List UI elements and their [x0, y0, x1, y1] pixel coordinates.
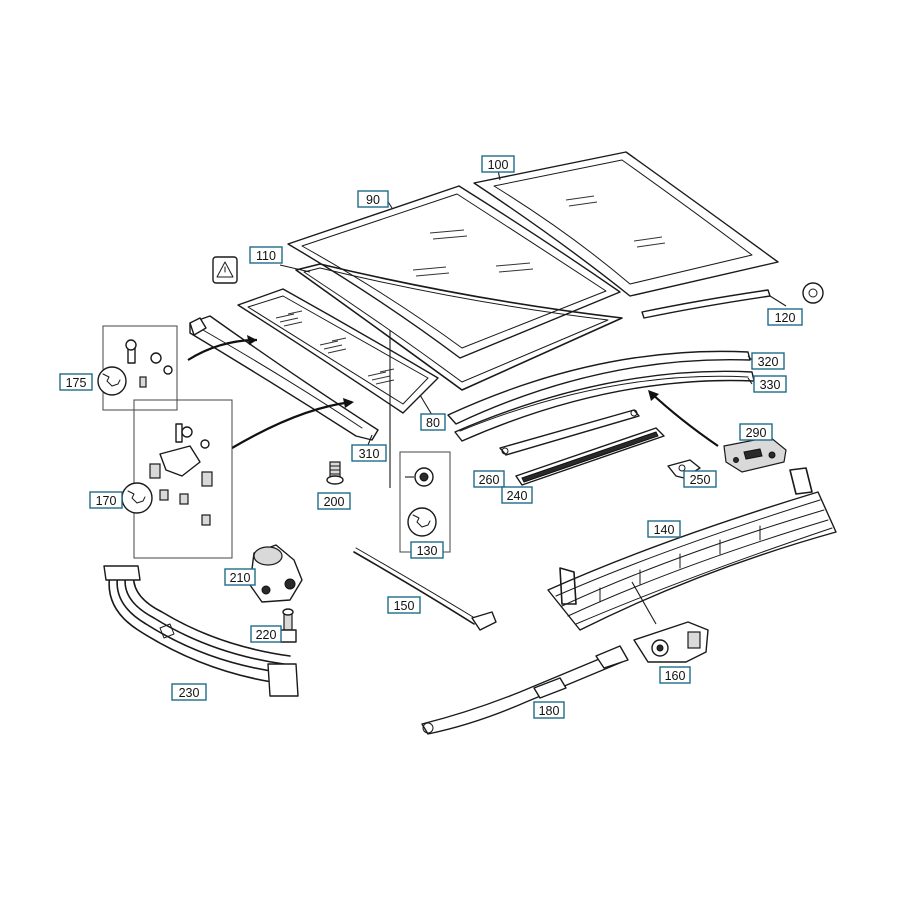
svg-text:240: 240 [507, 489, 528, 503]
callout-140[interactable]: 140 [647, 520, 681, 538]
callout-260[interactable]: 260 [473, 470, 505, 488]
svg-text:90: 90 [366, 193, 380, 207]
callout-80[interactable]: 80 [420, 413, 446, 431]
svg-text:160: 160 [665, 669, 686, 683]
callout-240[interactable]: 240 [501, 486, 533, 504]
svg-text:330: 330 [760, 378, 781, 392]
wind-deflector-310 [189, 315, 379, 441]
callout-100[interactable]: 100 [481, 155, 515, 173]
svg-text:110: 110 [256, 249, 276, 263]
svg-text:170: 170 [96, 494, 117, 508]
mechanism-160 [633, 621, 709, 663]
seal-strip-240 [515, 427, 665, 486]
callout-110[interactable]: 110 [249, 246, 283, 264]
svg-text:230: 230 [179, 686, 200, 700]
svg-text:200: 200 [324, 495, 345, 509]
callout-330[interactable]: 330 [753, 375, 787, 393]
screw-200 [326, 461, 344, 485]
control-unit-290 [723, 436, 787, 473]
callout-220[interactable]: 220 [250, 625, 282, 643]
svg-text:210: 210 [230, 571, 251, 585]
svg-text:120: 120 [775, 311, 796, 325]
callout-310[interactable]: 310 [351, 444, 387, 462]
svg-text:100: 100 [488, 158, 509, 172]
callout-90[interactable]: 90 [357, 190, 389, 208]
cable-guide-180 [421, 645, 629, 735]
wrench-icon [97, 366, 127, 396]
kit-175 [97, 325, 178, 411]
svg-text:130: 130 [417, 544, 438, 558]
wrench-icon [121, 482, 153, 514]
callout-210[interactable]: 210 [224, 568, 256, 586]
svg-text:290: 290 [746, 426, 767, 440]
callout-320[interactable]: 320 [751, 352, 785, 370]
svg-text:180: 180 [539, 704, 560, 718]
assembly-arrows [187, 335, 719, 449]
svg-text:260: 260 [479, 473, 500, 487]
svg-text:150: 150 [394, 599, 415, 613]
motor-210 [249, 544, 303, 603]
callout-150[interactable]: 150 [387, 596, 421, 614]
kit-130 [389, 330, 451, 553]
frame-assembly-140 [547, 467, 837, 631]
kit-170 [121, 399, 233, 559]
svg-text:80: 80 [426, 416, 440, 430]
warning-icon [212, 256, 238, 284]
callout-175[interactable]: 175 [59, 373, 93, 391]
callout-230[interactable]: 230 [171, 683, 207, 701]
cable-set-230 [103, 565, 299, 697]
rear-glass-panel-100 [473, 151, 779, 297]
callout-120[interactable]: 120 [767, 308, 803, 326]
callout-160[interactable]: 160 [659, 666, 691, 684]
pin-220 [279, 608, 297, 643]
frame-strip-260 [499, 409, 640, 456]
svg-text:220: 220 [256, 628, 277, 642]
seal-frame-80 [295, 263, 623, 391]
wrench-icon [407, 507, 437, 537]
callout-180[interactable]: 180 [533, 701, 565, 719]
callout-250[interactable]: 250 [683, 470, 717, 488]
callout-130[interactable]: 130 [410, 541, 444, 559]
seal-strip-120 [641, 282, 824, 319]
svg-text:310: 310 [359, 447, 380, 461]
svg-text:175: 175 [66, 376, 87, 390]
svg-text:140: 140 [654, 523, 675, 537]
svg-text:250: 250 [690, 473, 711, 487]
callout-290[interactable]: 290 [739, 423, 773, 441]
svg-text:320: 320 [758, 355, 779, 369]
callout-170[interactable]: 170 [89, 491, 123, 509]
callout-200[interactable]: 200 [317, 492, 351, 510]
front-glass-panel-90 [287, 185, 621, 359]
rod-150 [353, 547, 497, 631]
